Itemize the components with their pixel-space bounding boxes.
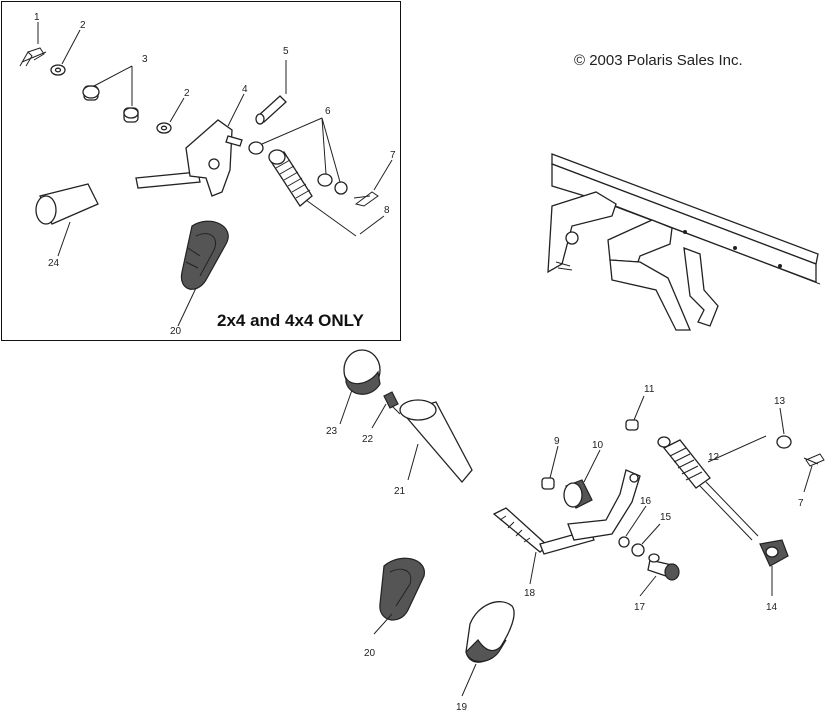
callout-11: 11: [644, 384, 655, 395]
callout-10: 10: [592, 440, 604, 451]
callout-20a: 20: [170, 326, 182, 337]
part-5-pin: [255, 95, 287, 125]
part-24-grip-cap: [35, 183, 99, 225]
callout-6: 6: [325, 106, 331, 117]
part-19-pedal-pad: [465, 601, 515, 663]
callout-1: 1: [34, 12, 40, 23]
callout-16: 16: [640, 496, 652, 507]
main-leader-lines: [339, 389, 813, 697]
callout-8: 8: [384, 205, 390, 216]
part-20-pedal-pad-a: [180, 220, 229, 290]
part-13-washer: [776, 435, 792, 449]
callout-23: 23: [326, 426, 338, 437]
part-9-nut: [541, 477, 555, 490]
callout-14: 14: [766, 602, 778, 613]
part-14-bracket: [759, 539, 789, 567]
callout-9: 9: [554, 436, 560, 447]
callout-7a: 7: [390, 150, 396, 161]
callout-18: 18: [524, 588, 536, 599]
part-6-washer-c: [334, 181, 348, 195]
part-12-cable-boot: [657, 436, 759, 541]
callout-13: 13: [774, 396, 786, 407]
part-7-clip-b: [803, 453, 825, 467]
callout-17: 17: [634, 602, 646, 613]
copyright-notice: © 2003 Polaris Sales Inc.: [574, 52, 743, 69]
part-22-screw: [383, 391, 401, 415]
part-20-pedal-pad-b: [379, 557, 425, 621]
callout-3: 3: [142, 54, 148, 65]
callout-19: 19: [456, 702, 468, 712]
part-18-pedal-arm: [492, 469, 641, 555]
part-2-washer-a-hole: [54, 67, 62, 73]
part-6-washer-a: [248, 141, 264, 155]
callout-7b: 7: [798, 498, 804, 509]
part-15-washer: [631, 543, 645, 557]
callout-15: 15: [660, 512, 672, 523]
callout-24: 24: [48, 258, 60, 269]
part-10-spacer: [563, 479, 593, 509]
part-7-clip-a: [353, 191, 379, 207]
callout-21: 21: [394, 486, 406, 497]
callout-2a: 2: [80, 20, 86, 31]
callout-5: 5: [283, 46, 289, 57]
callout-12: 12: [708, 452, 720, 463]
part-23-grip-cap: [343, 349, 381, 395]
part-8-cable-boot: [268, 149, 357, 237]
callout-4: 4: [242, 84, 248, 95]
part-1-clip: [19, 47, 47, 67]
part-2-washer-b-hole: [160, 125, 168, 131]
inset-leader-lines: [37, 22, 393, 327]
part-6-washer-b: [317, 173, 333, 187]
part-4-brake-pedal: [135, 119, 243, 197]
frame-assembly: [547, 153, 821, 331]
inset-frame: [1, 1, 401, 341]
callout-22: 22: [362, 434, 374, 445]
part-21-grip-tube: [399, 399, 473, 484]
part-16-washer: [618, 536, 630, 548]
callout-2b: 2: [184, 88, 190, 99]
part-11-nut: [625, 419, 639, 431]
inset-caption: 2x4 and 4x4 ONLY: [217, 311, 364, 330]
callout-20b: 20: [364, 648, 376, 659]
part-17-bolt: [647, 553, 680, 581]
part-3-bushings: [82, 85, 139, 123]
